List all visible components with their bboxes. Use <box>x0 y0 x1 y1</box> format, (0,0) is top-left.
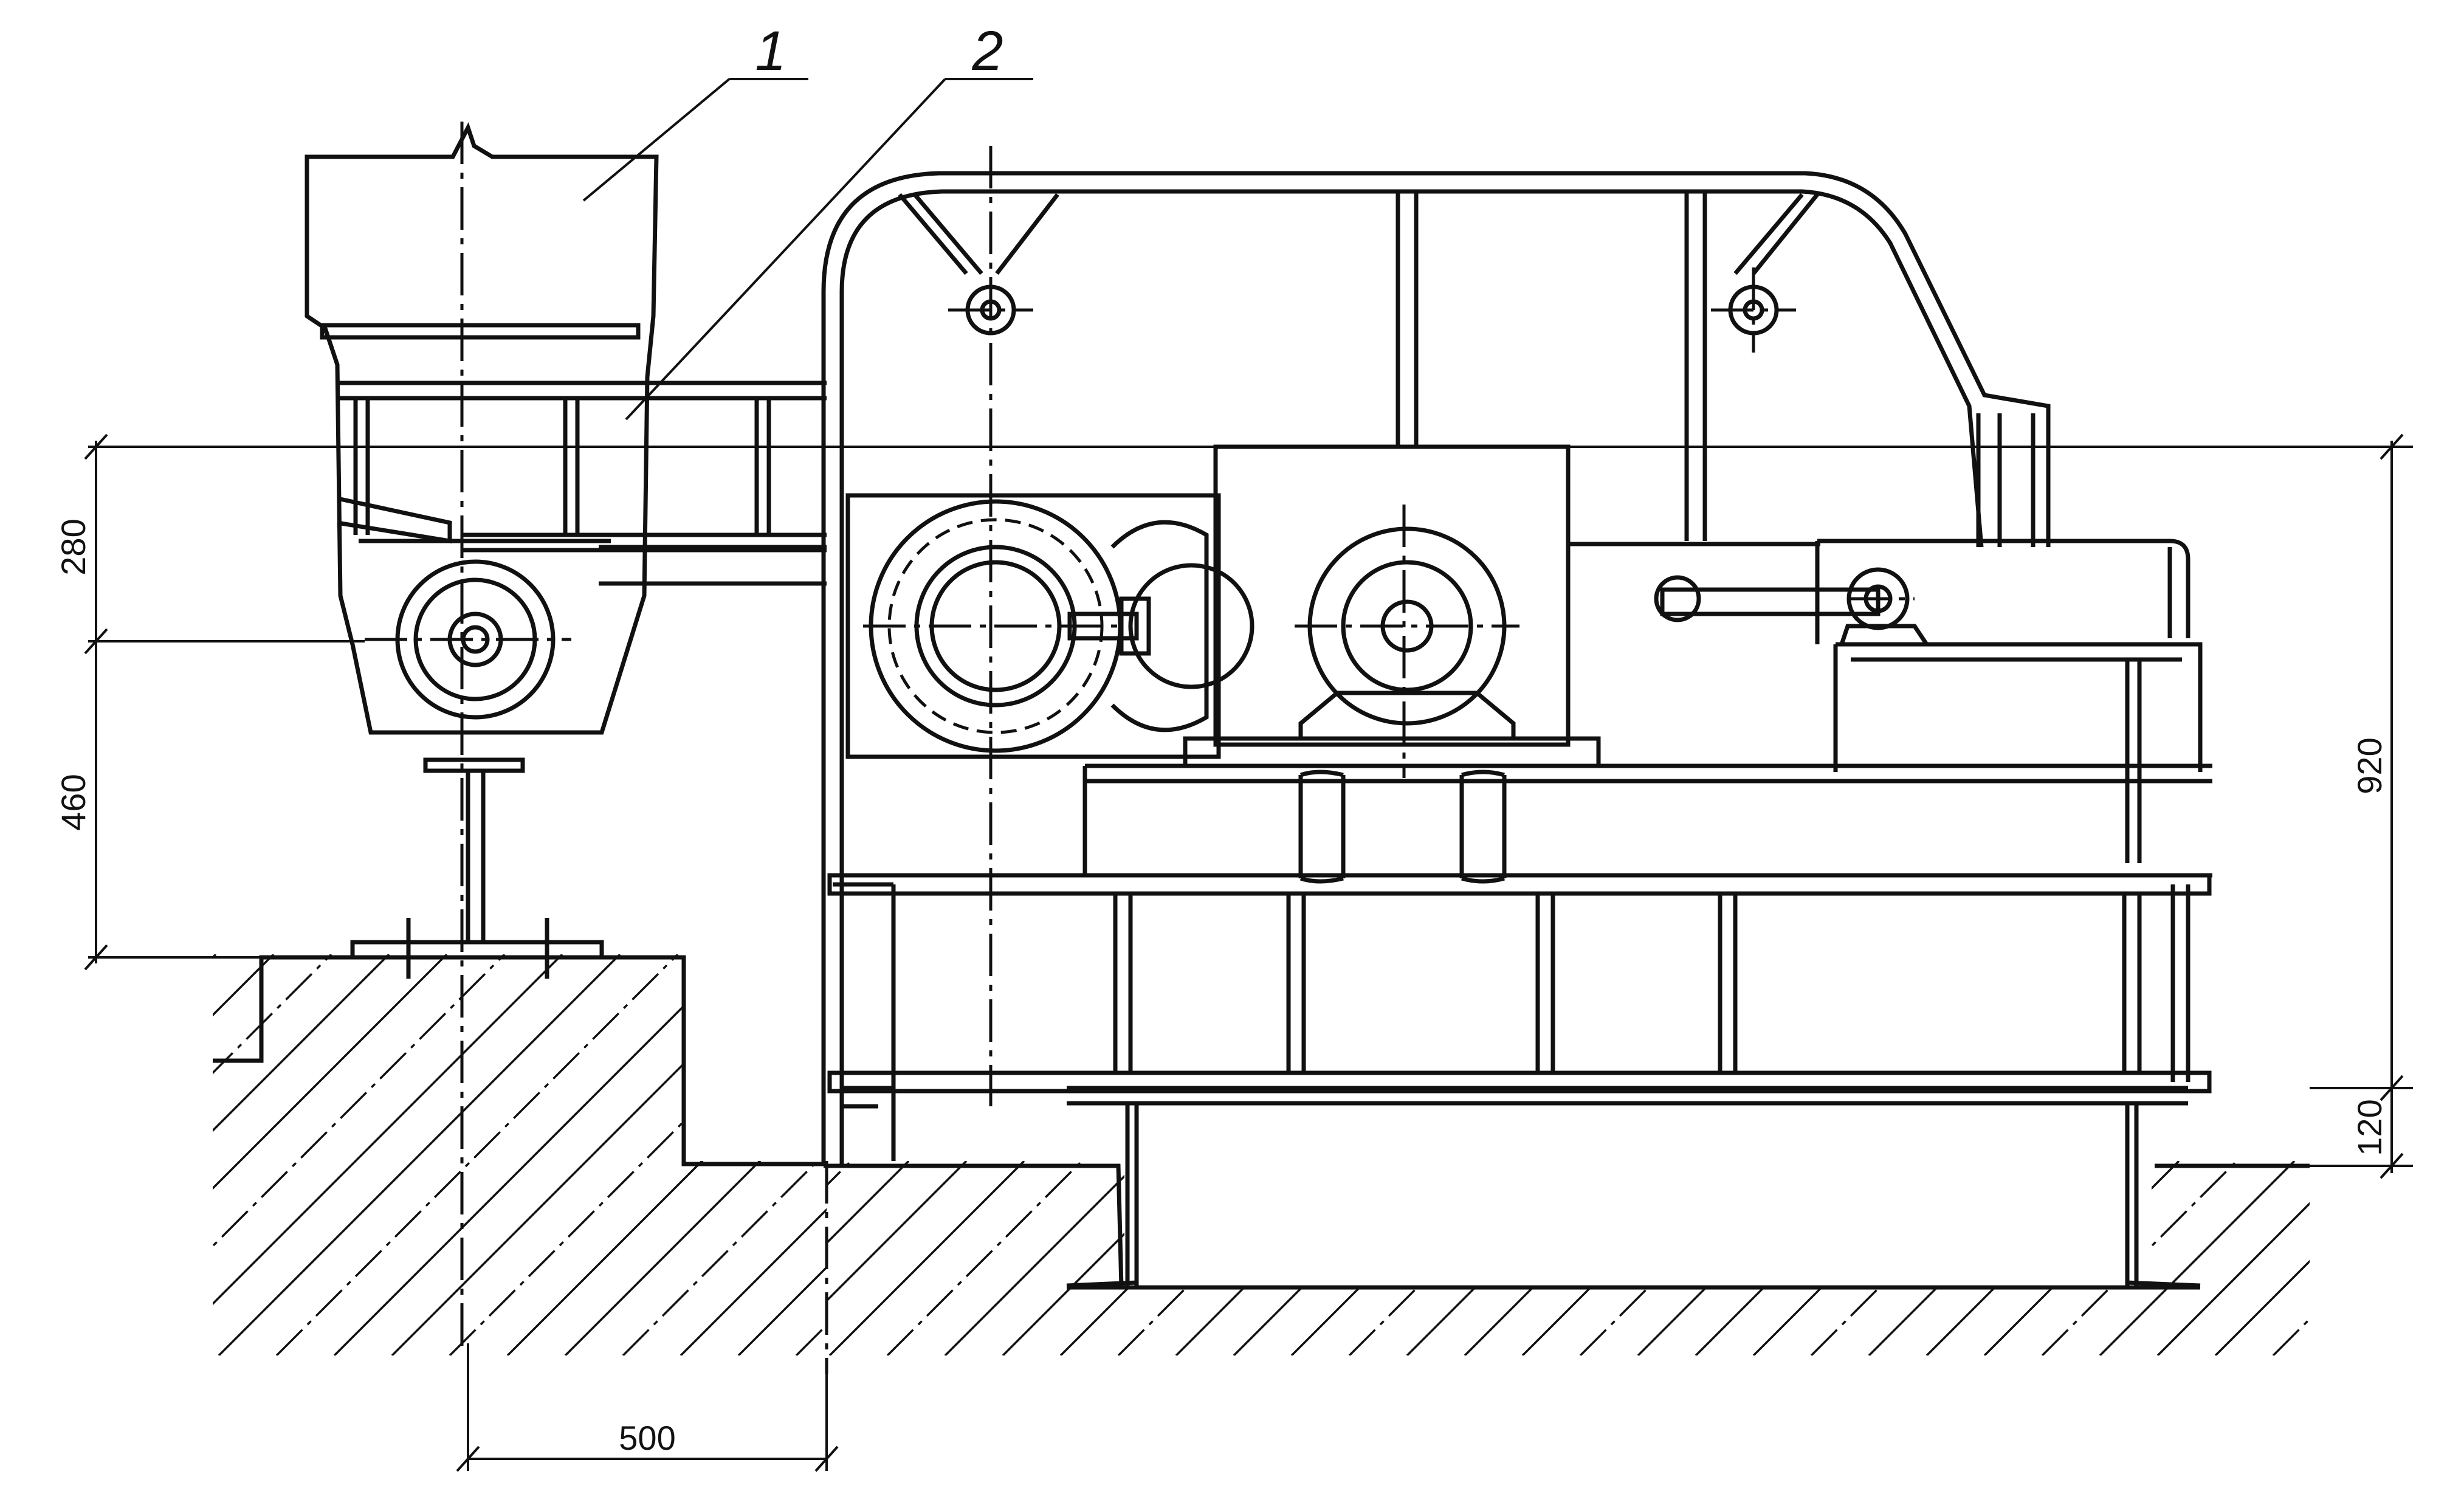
hatch-line <box>1175 1161 1372 1356</box>
hatch-line <box>1464 1161 1660 1356</box>
left-support-pad <box>423 757 525 773</box>
main-frame <box>821 171 2051 1164</box>
hatch-line <box>213 954 217 1356</box>
foundation-outline-right <box>824 1163 2310 1290</box>
motor-support-channels <box>1298 775 1507 878</box>
hatch-line <box>1117 1161 1314 1356</box>
hopper-assembly <box>305 122 659 979</box>
hatch-line <box>213 954 563 1356</box>
dim-120: 120 <box>2350 1099 2389 1156</box>
hatch-line <box>1925 1161 2122 1356</box>
foundation <box>0 954 2464 1356</box>
hatch-line <box>1983 1161 2180 1356</box>
hatch-line <box>737 954 827 1356</box>
hatch-line <box>213 954 448 1356</box>
hatch-line <box>2156 1161 2310 1356</box>
foundation-outline-left <box>213 955 824 1166</box>
callout-2: 2 <box>971 20 1003 82</box>
frame-vertical-posts <box>1395 191 1707 541</box>
conveyor-beam <box>337 381 827 586</box>
callout-leaders <box>582 78 1033 421</box>
foundation-hatching-left <box>0 954 827 1356</box>
hatch-line <box>1868 1161 2065 1356</box>
hatch-line <box>1059 1161 1256 1356</box>
hatch-line <box>1752 1161 1949 1356</box>
centerlines <box>365 122 1915 1374</box>
hatch-line <box>218 954 621 1356</box>
hatch-line <box>391 954 794 1356</box>
hatch-line <box>1579 1161 1776 1356</box>
hatch-line <box>564 954 827 1356</box>
hatch-line <box>2331 1161 2464 1356</box>
hatch-line <box>0 954 158 1356</box>
hatch-line <box>2041 1161 2238 1356</box>
hatch-line <box>827 1161 968 1356</box>
left-base-plate <box>350 940 604 960</box>
dimension-lines <box>84 433 2413 1472</box>
hatch-line <box>827 1161 852 1356</box>
upper-deck <box>1082 642 2212 884</box>
coupling <box>1067 596 1151 656</box>
tension-arm <box>1568 539 2190 647</box>
hatch-line <box>1521 1161 1718 1356</box>
hatch-line <box>275 954 679 1356</box>
hopper-chute <box>337 496 452 544</box>
hatch-line <box>1002 1161 1199 1356</box>
hatch-line <box>449 954 827 1356</box>
hatch-line <box>2099 1161 2296 1356</box>
dim-280: 280 <box>54 518 92 575</box>
hatch-line <box>944 1161 1141 1356</box>
hatch-line <box>213 954 332 1356</box>
hatch-line <box>425 1161 620 1356</box>
dim-500: 500 <box>619 1419 675 1457</box>
dim-920: 920 <box>2350 737 2389 794</box>
hatch-line <box>213 954 390 1356</box>
hatch-line <box>541 1161 735 1356</box>
hatch-line <box>1810 1161 2007 1356</box>
hatch-line <box>213 954 275 1356</box>
frame-gussets <box>898 193 1819 275</box>
hatch-line <box>827 1161 910 1356</box>
hatch-line <box>1406 1161 1603 1356</box>
hatch-line <box>828 1161 1025 1356</box>
hatch-line <box>680 954 827 1356</box>
frame-outer-contour <box>821 171 2051 1164</box>
dim-460: 460 <box>54 774 92 830</box>
hatch-line <box>483 1161 678 1356</box>
left-anchor-bolts <box>406 918 549 979</box>
hatch-line <box>333 954 737 1356</box>
hatch-line <box>2272 1161 2310 1356</box>
hatch-line <box>1637 1161 1834 1356</box>
lower-frame <box>827 873 2212 1288</box>
hatch-line <box>886 1161 1083 1356</box>
hopper-body <box>305 122 659 735</box>
hatch-line <box>599 1161 793 1356</box>
gear-half <box>1110 520 1209 732</box>
hatch-line <box>1233 1161 1430 1356</box>
left-support-column <box>466 771 486 942</box>
frame-inner-contour <box>839 189 1984 1164</box>
hatch-line <box>506 954 827 1356</box>
motor-feet <box>1298 691 1516 741</box>
hopper-inner-plate <box>320 323 641 340</box>
frame-inner-struts <box>1976 413 2036 547</box>
hatch-line <box>1695 1161 1891 1356</box>
callout-1: 1 <box>755 20 786 82</box>
hatch-line <box>1290 1161 1487 1356</box>
bottom-i-beams <box>1066 1086 2201 1288</box>
hatch-line <box>1348 1161 1545 1356</box>
hatch-line <box>2214 1161 2310 1356</box>
hatch-line <box>213 954 506 1356</box>
